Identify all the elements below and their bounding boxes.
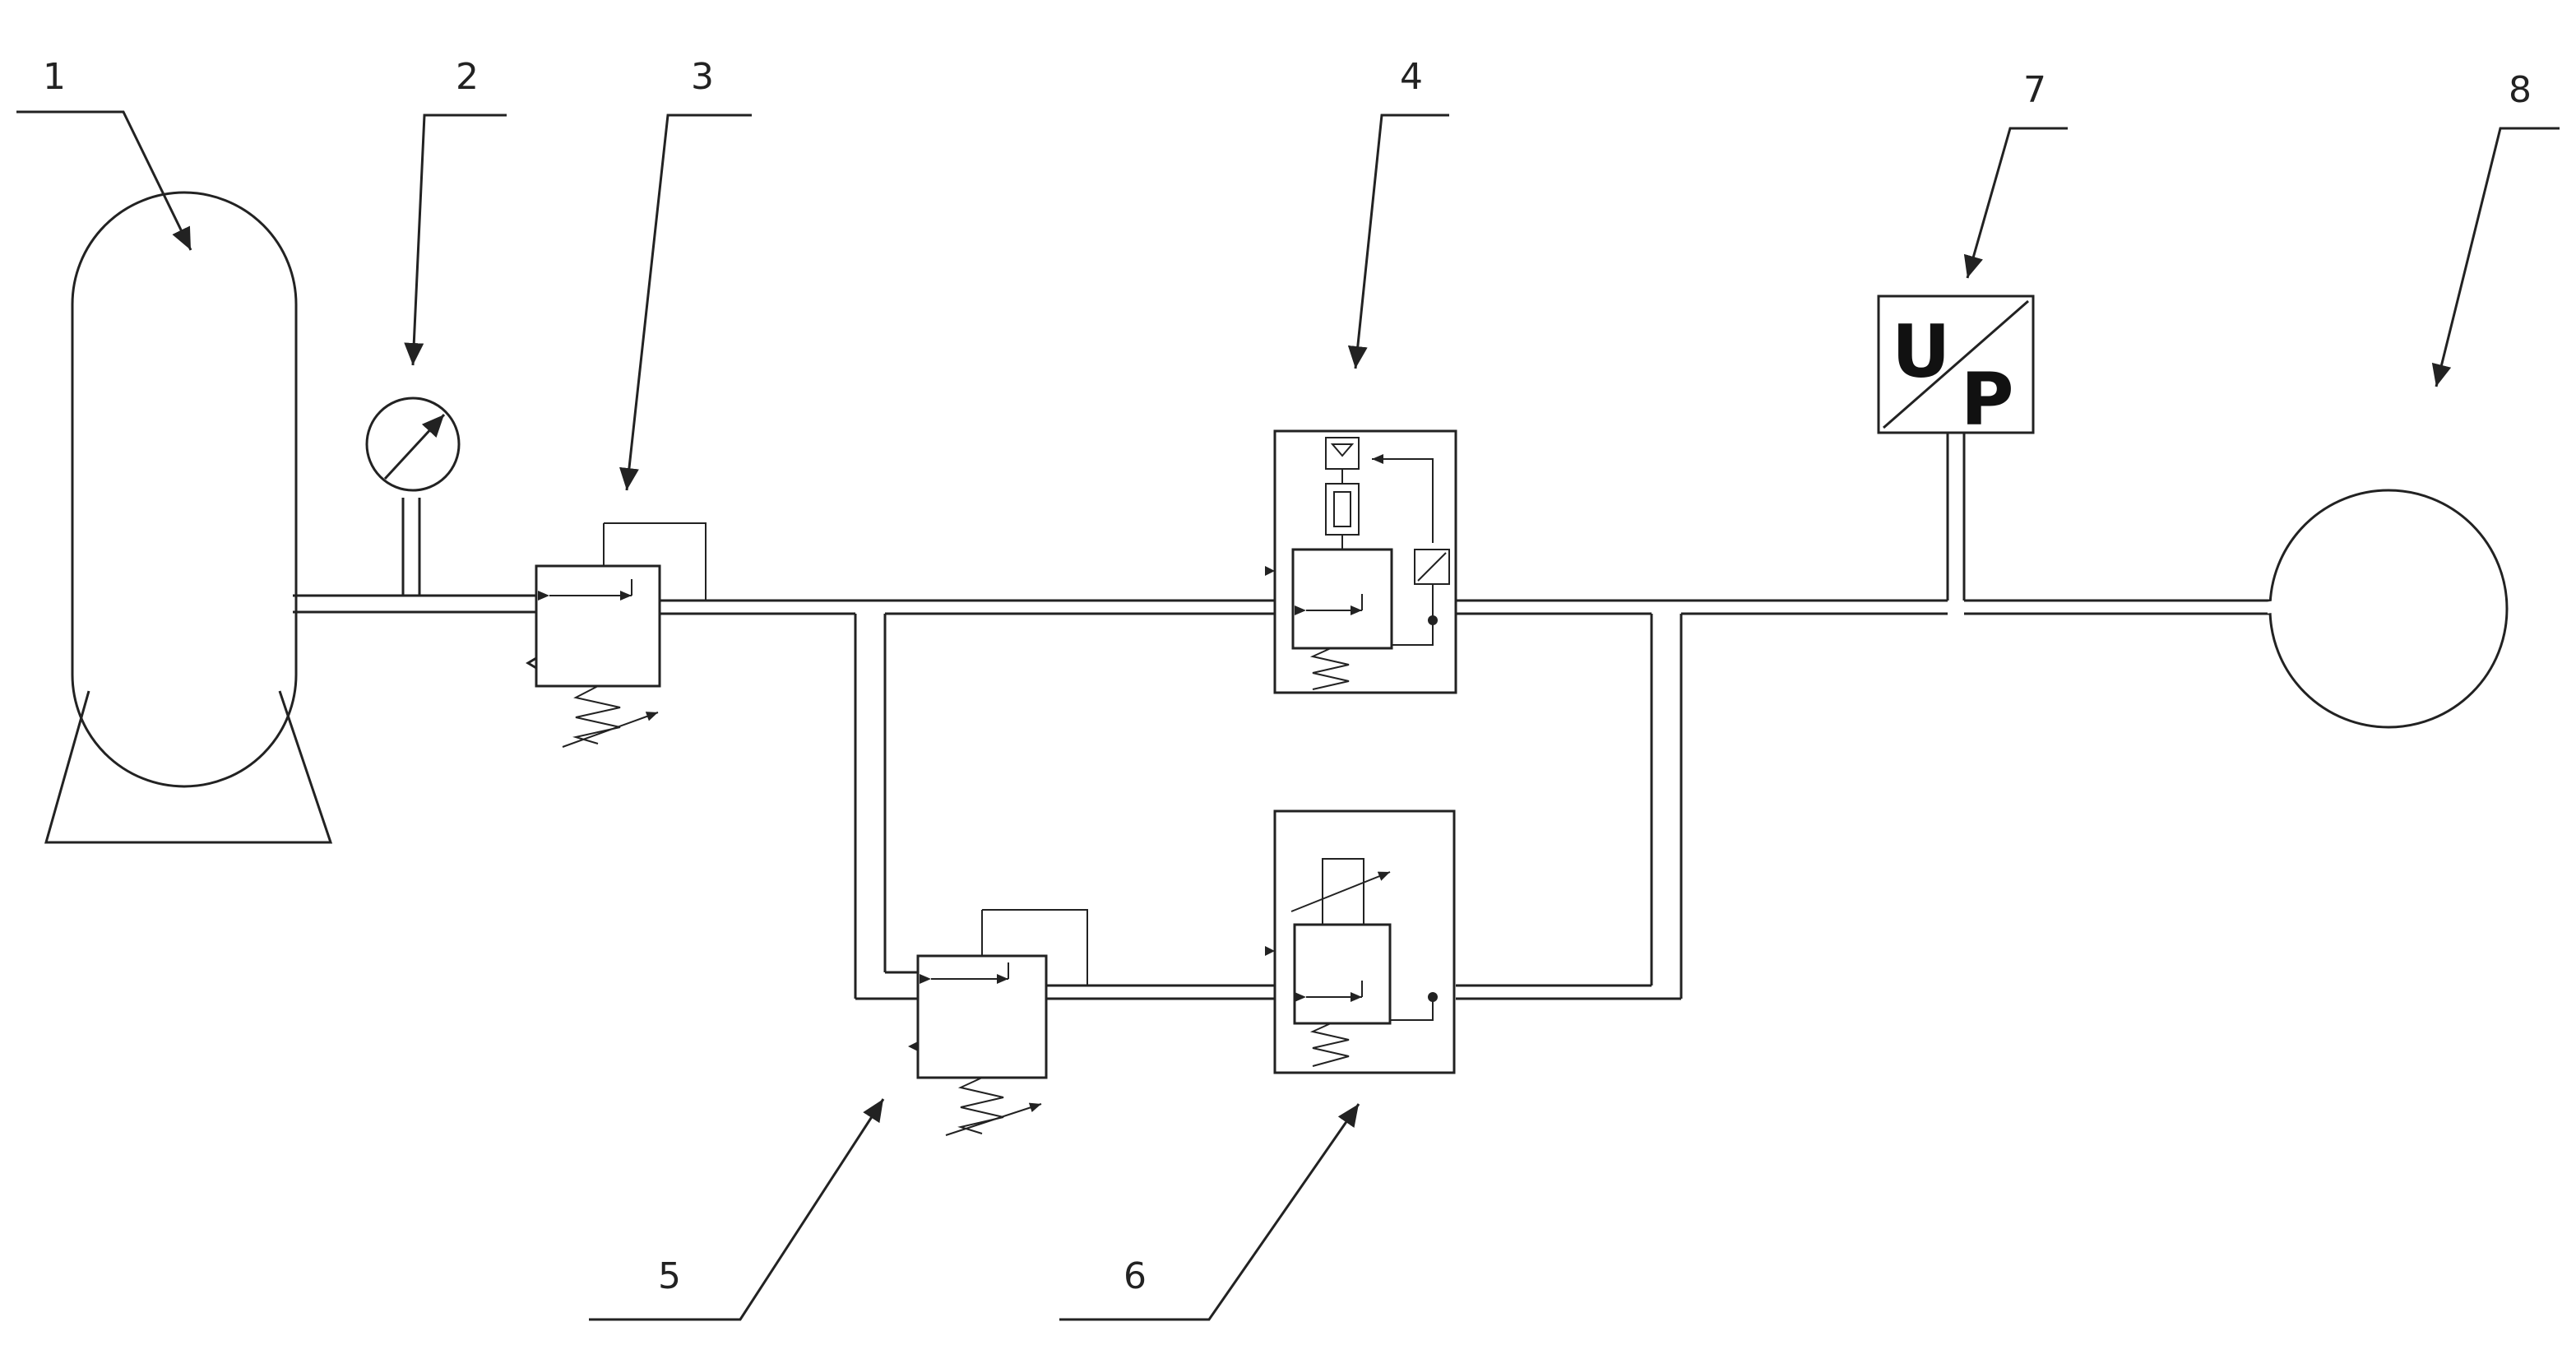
pressure-reducing-valve-3 [526, 522, 707, 748]
converter-letter-p: P [1961, 357, 2014, 442]
adjustable-valve-6 [1265, 809, 1456, 1074]
converter-letter-u: U [1892, 309, 1950, 394]
pressure-reducing-valve-5 [908, 909, 1088, 1136]
air-tank [44, 191, 333, 844]
label-1: 1 [43, 56, 66, 98]
load-chamber [2266, 489, 2509, 729]
up-converter: U P [1877, 295, 2035, 442]
callout-numbers: 1 2 3 4 7 8 5 6 [43, 56, 2532, 1297]
label-2: 2 [456, 56, 479, 98]
leader-lines [16, 110, 2560, 1321]
proportional-valve-4 [1265, 429, 1457, 694]
pressure-gauge [365, 397, 461, 492]
label-3: 3 [691, 56, 714, 98]
label-4: 4 [1400, 56, 1423, 98]
label-8: 8 [2509, 69, 2532, 111]
label-5: 5 [658, 1255, 681, 1297]
label-6: 6 [1124, 1255, 1147, 1297]
pipe-network [293, 431, 2278, 1000]
label-7: 7 [2023, 69, 2046, 111]
